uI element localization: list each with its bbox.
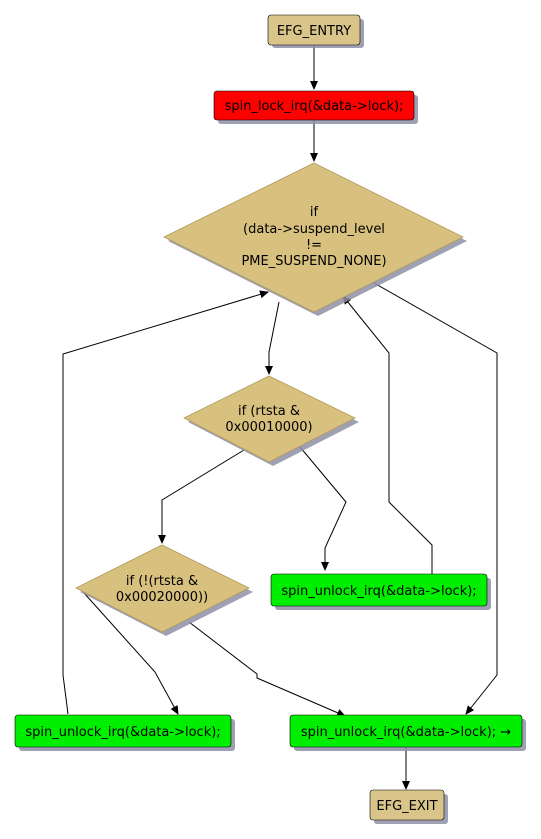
lock-label: spin_lock_irq(&data->lock); bbox=[225, 99, 404, 114]
node-lock: spin_lock_irq(&data->lock); bbox=[213, 90, 418, 124]
node-unlock-right: spin_unlock_irq(&data->lock); bbox=[270, 573, 491, 610]
unlock-exit-label: spin_unlock_irq(&data->lock); → bbox=[301, 725, 511, 740]
edge-unlock-left-back-to-suspend bbox=[62, 290, 269, 715]
node-cond-rtsta2: if (!(rtsta & 0x00020000)) bbox=[75, 544, 253, 636]
edge-rtsta1-true-to-rtsta2 bbox=[158, 449, 245, 544]
exit-label: EFG_EXIT bbox=[376, 799, 437, 814]
edge-rtsta2-true-to-unlock-left bbox=[83, 592, 179, 715]
unlock-right-label: spin_unlock_irq(&data->lock); bbox=[281, 584, 476, 599]
unlock-left-label: spin_unlock_irq(&data->lock); bbox=[25, 725, 220, 740]
cond-rtsta2-line-2: 0x00020000)) bbox=[116, 590, 208, 605]
node-unlock-left: spin_unlock_irq(&data->lock); bbox=[14, 714, 235, 751]
cond-rtsta1-line-2: 0x00010000) bbox=[225, 420, 312, 435]
cond-suspend-line-4: PME_SUSPEND_NONE) bbox=[241, 254, 386, 269]
unlock-exit-box bbox=[289, 714, 523, 748]
entry-box bbox=[267, 14, 361, 46]
unlock-right-box bbox=[270, 573, 488, 607]
edge-suspend-false-to-unlock-exit bbox=[373, 282, 498, 715]
edge-rtsta1-false-to-unlock-right bbox=[299, 446, 347, 571]
cond-suspend-line-2: (data->suspend_level bbox=[243, 222, 385, 237]
unlock-left-box bbox=[14, 714, 232, 748]
cond-rtsta1-line-1: if (rtsta & bbox=[238, 404, 300, 419]
node-exit: EFG_EXIT bbox=[369, 789, 448, 824]
cond-rtsta1-diamond bbox=[183, 375, 356, 463]
entry-label: EFG_ENTRY bbox=[277, 24, 351, 39]
node-entry: EFG_ENTRY bbox=[267, 14, 364, 48]
edge-rtsta2-false-to-unlock-exit bbox=[188, 621, 346, 717]
cond-suspend-line-3: != bbox=[306, 238, 322, 253]
cond-rtsta2-line-1: if (!(rtsta & bbox=[126, 574, 198, 589]
edges bbox=[62, 45, 498, 790]
node-unlock-exit: spin_unlock_irq(&data->lock); → bbox=[289, 714, 526, 751]
lock-box bbox=[213, 90, 415, 121]
node-cond-rtsta1: if (rtsta & 0x00010000) bbox=[183, 375, 359, 466]
exit-box bbox=[369, 789, 445, 821]
cond-rtsta2-diamond bbox=[75, 544, 250, 633]
node-cond-suspend: if (data->suspend_level != PME_SUSPEND_N… bbox=[163, 162, 467, 316]
edge-unlock-right-back-to-suspend bbox=[342, 295, 433, 574]
cond-suspend-diamond bbox=[163, 162, 464, 313]
edge-suspend-true-to-rtsta1 bbox=[265, 301, 280, 375]
cond-suspend-line-1: if bbox=[310, 205, 319, 220]
